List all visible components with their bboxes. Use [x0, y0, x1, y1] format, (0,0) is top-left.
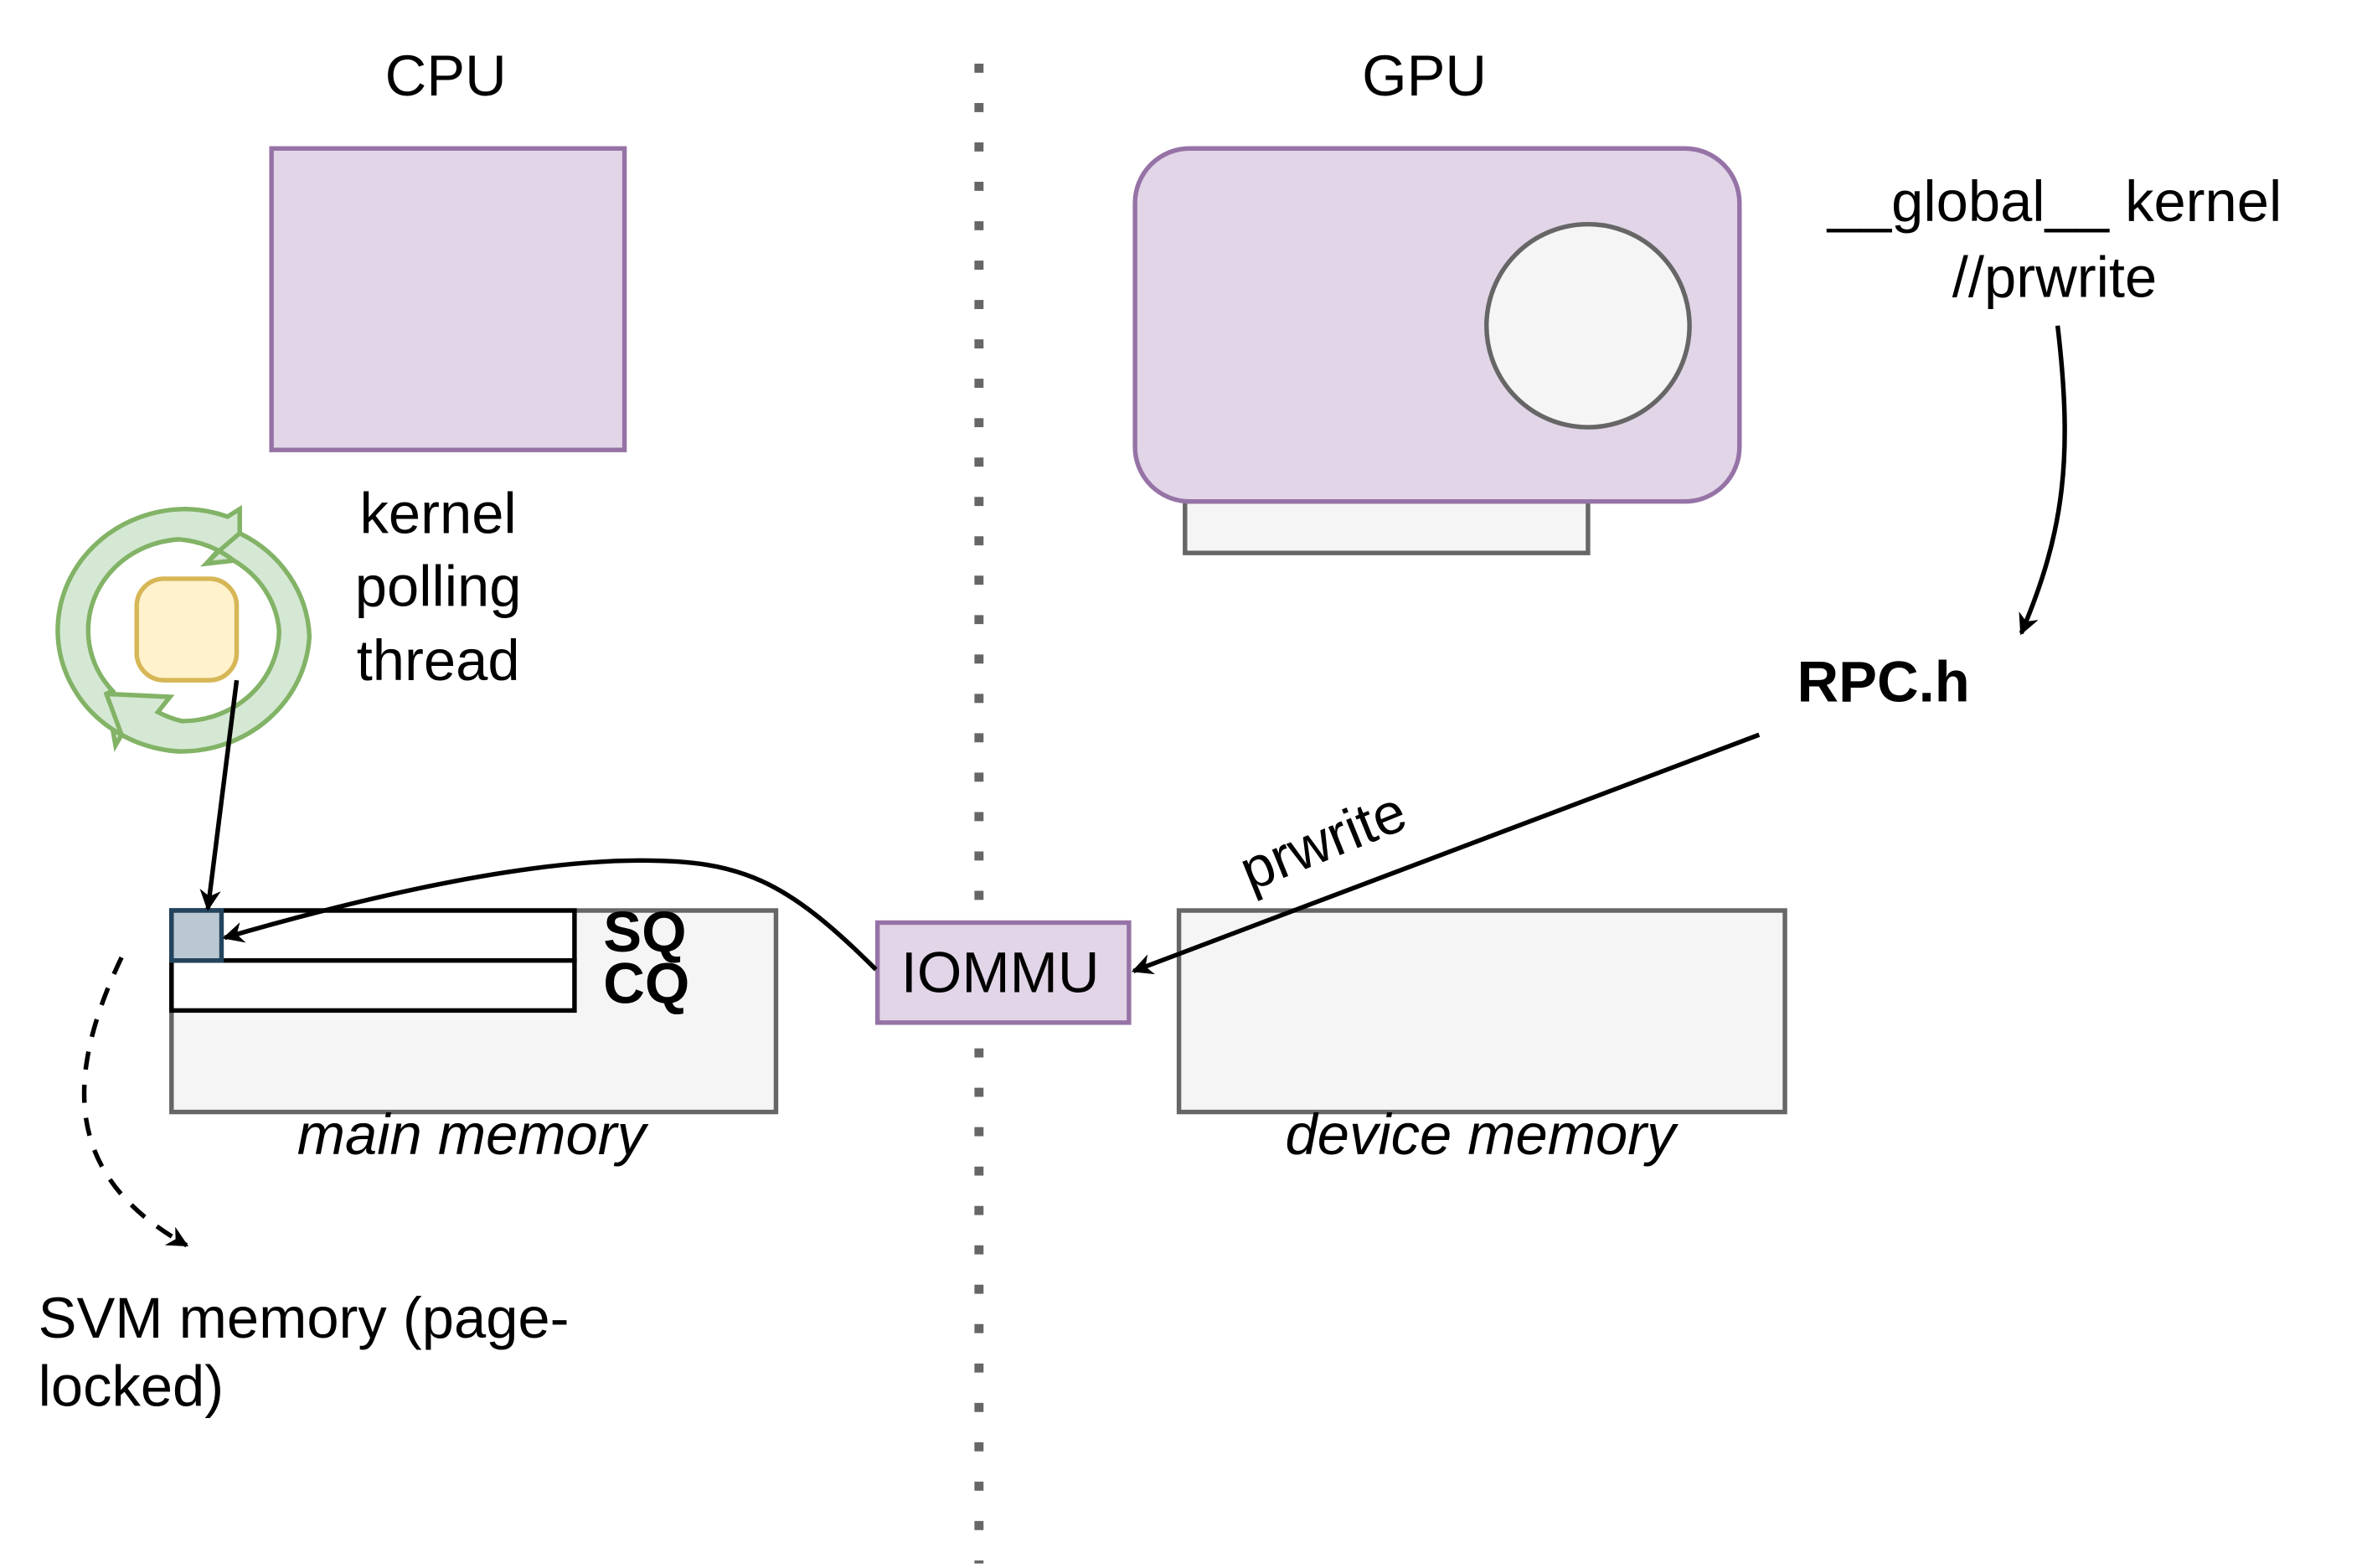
thread-icon — [134, 576, 240, 683]
polling-thread-label-line3: thread — [357, 628, 520, 693]
svm-label-line2: locked) — [39, 1354, 224, 1418]
iommu-label: IOMMU — [901, 941, 1100, 1005]
gpu-icon[interactable] — [1132, 146, 1742, 555]
main-memory-label: main memory — [297, 1102, 649, 1167]
sq-label: SQ — [603, 900, 686, 964]
polling-thread-label-line1: kernel — [360, 482, 517, 546]
svm-label-line1: SVM memory (page- — [39, 1286, 570, 1350]
iommu-to-queue-arrow — [222, 858, 878, 972]
queue-entry[interactable] — [169, 908, 224, 963]
device-memory-box[interactable] — [1176, 908, 1787, 1115]
cpu-title: CPU — [385, 44, 507, 108]
kernel-to-rpc-arrow — [2019, 325, 2067, 636]
cpu-box[interactable] — [269, 146, 627, 452]
completion-queue[interactable] — [169, 958, 577, 1014]
cq-label: CQ — [603, 951, 689, 1015]
prwrite-label: prwrite — [1230, 779, 1415, 904]
polling-thread-label-line2: polling — [355, 554, 522, 618]
iommu-box[interactable] — [874, 920, 1132, 1025]
kernel-label-line1: __global__ kernel — [1826, 169, 2282, 234]
device-memory-label: device memory — [1286, 1102, 1679, 1167]
polling-arrow — [199, 679, 240, 911]
kernel-label-line2: //prwrite — [1952, 245, 2157, 310]
rpc-label: RPC.h — [1797, 649, 1970, 714]
prwrite-arrow — [1131, 732, 1761, 975]
polling-cycle-icon — [55, 504, 312, 754]
svm-dashed-arrow — [81, 956, 189, 1248]
gpu-title: GPU — [1362, 44, 1487, 108]
